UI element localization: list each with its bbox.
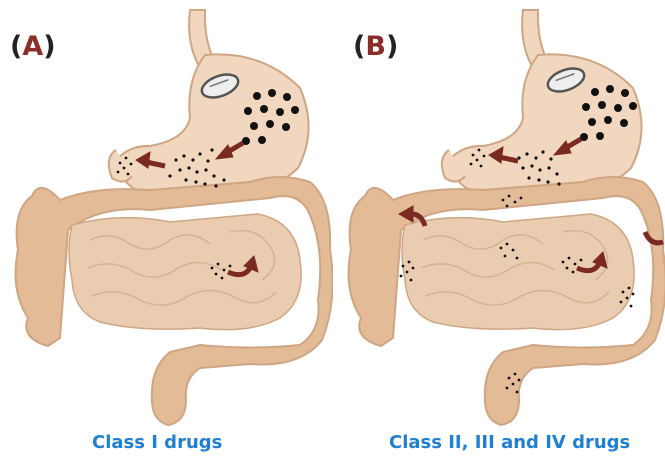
panel-a: (A) Class I drugs bbox=[0, 0, 333, 461]
panel-b-caption: Class II, III and IV drugs bbox=[389, 432, 630, 453]
gi-tract-illustration bbox=[333, 0, 665, 461]
small-intestine bbox=[402, 214, 634, 330]
panel-label-b: (B) bbox=[353, 31, 398, 62]
panel-b: (B) Class II, III and IV drugs bbox=[333, 0, 665, 461]
panel-a-caption: Class I drugs bbox=[92, 432, 222, 453]
small-intestine bbox=[69, 214, 301, 330]
stomach bbox=[116, 54, 309, 196]
panel-label-a: (A) bbox=[10, 31, 56, 62]
gi-tract-illustration bbox=[0, 0, 333, 461]
stomach bbox=[449, 54, 642, 196]
